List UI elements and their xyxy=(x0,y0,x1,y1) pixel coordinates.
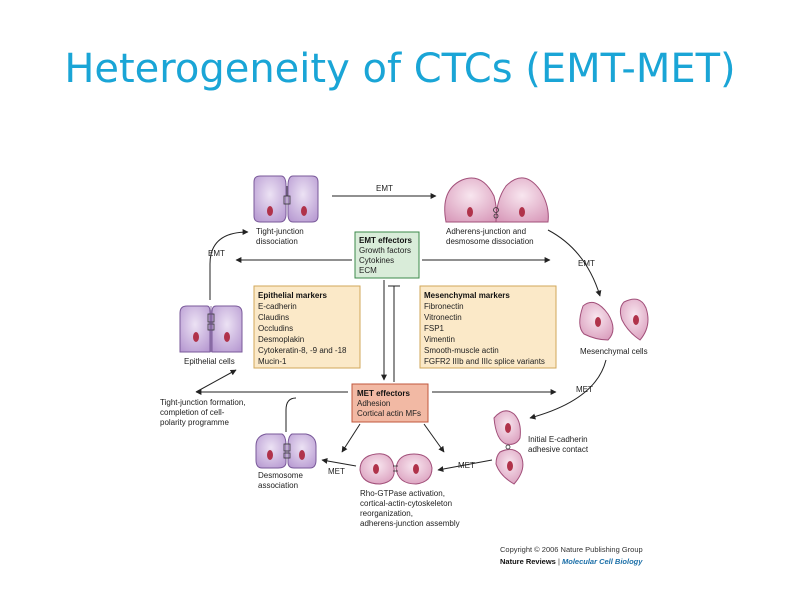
tight-junction-label-1: Tight-junction xyxy=(256,227,304,236)
tight-junction-cells xyxy=(253,175,319,223)
desmosome-label-2: association xyxy=(258,481,298,490)
met-effector-item: Cortical actin MFs xyxy=(357,409,421,418)
nucleus xyxy=(505,423,511,433)
label-met-bottom-right: MET xyxy=(458,461,475,470)
mesenchymal-marker-item: Smooth-muscle actin xyxy=(424,346,499,355)
tight-junction-label-2: dissociation xyxy=(256,237,298,246)
arrow-adherens-to-mes xyxy=(547,229,602,297)
label-emt-top: EMT xyxy=(376,184,393,193)
arrow-met-to-desmosome xyxy=(341,423,361,453)
arrow-initial-to-rho xyxy=(437,459,493,472)
epithelial-label: Epithelial cells xyxy=(184,357,235,366)
tight-formation-label-2: completion of cell- xyxy=(160,408,225,417)
epithelial-markers-box: Epithelial markers E-cadherin Claudins O… xyxy=(253,285,361,369)
epithelial-cells xyxy=(179,305,243,353)
nucleus xyxy=(301,206,307,216)
label-met-bottom-left: MET xyxy=(328,467,345,476)
initial-ecadherin-cells xyxy=(493,410,524,485)
nucleus xyxy=(595,317,601,327)
slide-title: Heterogeneity of CTCs (EMT-MET) xyxy=(64,46,736,92)
desmosome-cells xyxy=(255,433,317,469)
tight-formation-label-1: Tight-junction formation, xyxy=(160,398,246,407)
mesenchymal-cells xyxy=(579,298,649,341)
nucleus xyxy=(519,207,525,217)
mesenchymal-marker-item: Fibronectin xyxy=(424,302,464,311)
mesenchymal-marker-item: Vimentin xyxy=(424,335,455,344)
emt-effectors-box: EMT effectors Growth factors Cytokines E… xyxy=(354,231,420,279)
journal-name: Nature Reviews xyxy=(500,557,556,566)
journal-credit: Nature Reviews | Molecular Cell Biology xyxy=(500,557,643,566)
epithelial-marker-item: E-cadherin xyxy=(258,302,297,311)
arrow-mes-to-initial xyxy=(529,359,607,420)
arrow-epi-to-tight xyxy=(209,229,249,300)
adherens-label-1: Adherens-junction and xyxy=(446,227,526,236)
journal-subname: Molecular Cell Biology xyxy=(562,557,643,566)
emt-effectors-title: EMT effectors xyxy=(359,236,412,245)
met-effectors-title: MET effectors xyxy=(357,389,410,398)
rho-label-3: reorganization, xyxy=(360,509,413,518)
label-met-right: MET xyxy=(576,385,593,394)
mesenchymal-markers-box: Mesenchymal markers Fibronectin Vitronec… xyxy=(419,285,557,369)
epithelial-marker-item: Cytokeratin-8, -9 and -18 xyxy=(258,346,347,355)
arrows xyxy=(195,193,607,472)
epithelial-marker-item: Occludins xyxy=(258,324,293,333)
nucleus xyxy=(224,332,230,342)
rho-label-2: cortical-actin-cytoskeleton xyxy=(360,499,452,508)
nucleus xyxy=(507,461,513,471)
nucleus xyxy=(633,315,639,325)
arrow-met-to-epi xyxy=(195,369,237,393)
journal-separator: | xyxy=(556,557,562,566)
nucleus xyxy=(267,206,273,216)
epithelial-marker-item: Mucin-1 xyxy=(258,357,287,366)
adherens-junction-cells xyxy=(444,177,549,223)
mesenchymal-markers-title: Mesenchymal markers xyxy=(424,291,510,300)
label-emt-right: EMT xyxy=(578,259,595,268)
adherens-label-2: desmosome dissociation xyxy=(446,237,534,246)
mesenchymal-marker-item: FSP1 xyxy=(424,324,445,333)
arrow-met-to-rho xyxy=(423,423,445,453)
arrow-rho-to-desmosome xyxy=(321,457,357,467)
rho-label-1: Rho-GTPase activation, xyxy=(360,489,445,498)
initial-ecad-label-2: adhesive contact xyxy=(528,445,589,454)
desmosome-label-1: Desmosome xyxy=(258,471,303,480)
nucleus xyxy=(467,207,473,217)
arrow-desmosome-link xyxy=(285,397,297,432)
nucleus xyxy=(373,464,379,474)
mesenchymal-label: Mesenchymal cells xyxy=(580,347,648,356)
rho-gtpase-cells xyxy=(359,453,433,485)
emt-effector-item: Growth factors xyxy=(359,246,411,255)
emt-effector-item: Cytokines xyxy=(359,256,394,265)
nucleus xyxy=(267,450,273,460)
met-effectors-box: MET effectors Adhesion Cortical actin MF… xyxy=(351,383,429,423)
emt-effector-item: ECM xyxy=(359,266,377,275)
mesenchymal-marker-item: FGFR2 IIIb and IIIc splice variants xyxy=(424,357,545,366)
nucleus xyxy=(413,464,419,474)
rho-label-4: adherens-junction assembly xyxy=(360,519,460,528)
epithelial-marker-item: Desmoplakin xyxy=(258,335,304,344)
tight-formation-label-3: polarity programme xyxy=(160,418,229,427)
initial-ecad-label-1: Initial E-cadherin xyxy=(528,435,588,444)
copyright-line: Copyright © 2006 Nature Publishing Group xyxy=(500,545,643,554)
met-effector-item: Adhesion xyxy=(357,399,390,408)
epithelial-marker-item: Claudins xyxy=(258,313,289,322)
label-emt-left: EMT xyxy=(208,249,225,258)
epithelial-markers-title: Epithelial markers xyxy=(258,291,327,300)
nucleus xyxy=(193,332,199,342)
mesenchymal-marker-item: Vitronectin xyxy=(424,313,462,322)
nucleus xyxy=(299,450,305,460)
